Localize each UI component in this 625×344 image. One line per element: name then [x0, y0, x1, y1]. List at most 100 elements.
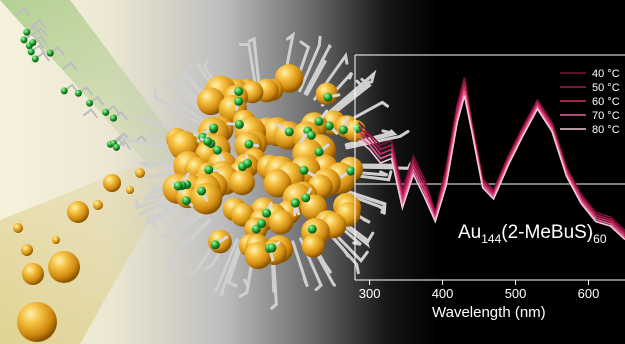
sulfur-atom — [243, 158, 253, 168]
sulfur-atom — [234, 96, 244, 106]
sulfur-atom — [353, 124, 363, 134]
series-line-1 — [358, 81, 625, 234]
legend-label: 70 °C — [592, 110, 620, 122]
sulfur-atom — [323, 92, 333, 102]
sulfur-atom — [314, 147, 324, 157]
ligand-stick — [303, 43, 332, 95]
sulfur-atom — [209, 123, 219, 133]
sulfur-atom — [20, 36, 28, 44]
ligand-stick — [160, 211, 205, 240]
x-axis-label: Wavelength (nm) — [432, 304, 546, 321]
ligand-stick — [298, 35, 322, 93]
ligand-stick — [144, 198, 197, 226]
ligand-stick — [328, 80, 372, 116]
ligand-stick — [172, 79, 210, 114]
sulfur-atom — [23, 28, 31, 36]
ligand-fragment — [82, 108, 99, 119]
x-tick-label: 500 — [505, 286, 527, 301]
x-tick-label: 600 — [578, 286, 600, 301]
ligand-stick — [170, 97, 203, 121]
sulfur-atom — [60, 87, 68, 95]
sulfur-atom — [262, 208, 272, 218]
sulfur-atom — [109, 114, 117, 122]
sulfur-atom — [284, 127, 294, 137]
chart-legend: 40 °C 50 °C 60 °C 70 °C 80 °C — [560, 68, 620, 136]
sulfur-atom — [173, 181, 183, 191]
sulfur-atom — [307, 224, 317, 234]
gold-atom — [301, 234, 325, 258]
legend-label: 50 °C — [592, 82, 620, 94]
gold-precursor — [135, 168, 145, 178]
sulfur-atom — [346, 166, 356, 176]
ligand-fragment — [62, 61, 78, 72]
gold-precursor — [21, 244, 33, 256]
ligand-stick — [344, 129, 398, 148]
formula-ligand: (2-MeBuS) — [501, 222, 594, 243]
gold-atom — [229, 169, 255, 196]
ligand-fragment — [30, 18, 47, 29]
sulfur-atom — [181, 196, 191, 206]
gold-atom — [197, 87, 225, 116]
gold-precursor — [22, 263, 44, 285]
sulfur-atom — [212, 145, 222, 155]
ligand-stick — [343, 188, 387, 214]
ligand-fragment — [32, 26, 48, 37]
gold-precursor — [17, 302, 57, 342]
sulfur-atom — [46, 49, 54, 57]
ligand-stick — [213, 238, 239, 293]
sulfur-atom — [31, 55, 39, 63]
ligand-stick — [226, 240, 244, 288]
gold-precursor — [126, 186, 134, 194]
sulfur-atom — [204, 165, 214, 175]
sulfur-atom — [290, 198, 300, 208]
chart-lines — [358, 77, 625, 241]
sulfur-atom — [112, 143, 120, 151]
ligand-stick — [136, 161, 189, 169]
sulfur-atom — [257, 218, 267, 228]
ligand-stick — [270, 244, 278, 310]
ligand-fragment — [15, 7, 31, 18]
gold-atom — [263, 169, 292, 198]
sulfur-atom — [244, 139, 254, 149]
formula-subscript-1: 144 — [481, 231, 502, 246]
sulfur-atom — [86, 99, 94, 107]
sulfur-atom — [74, 89, 82, 97]
sulfur-atom — [234, 86, 244, 96]
legend-label: 80 °C — [592, 124, 620, 136]
gold-beam — [0, 160, 175, 344]
sulfur-atom — [27, 48, 35, 56]
sulfur-atom — [29, 39, 37, 47]
ligand-stick — [153, 88, 201, 125]
gold-precursor — [52, 236, 60, 244]
legend-label: 60 °C — [592, 96, 620, 108]
ligand-stick — [345, 129, 410, 150]
legend-label: 40 °C — [592, 68, 620, 80]
gold-precursor — [13, 223, 23, 233]
ligand-stick — [291, 240, 309, 288]
sulfur-atom — [102, 108, 110, 116]
sulfur-atom — [197, 186, 207, 196]
ligand-fragments — [15, 7, 149, 151]
sulfur-atom — [234, 119, 244, 129]
sulfur-atom — [299, 165, 309, 175]
sulfur-atom — [203, 136, 213, 146]
ligand-stick — [145, 196, 196, 228]
ligand-stick — [238, 43, 257, 87]
gold-nanocluster — [121, 31, 413, 310]
gold-precursor — [93, 200, 103, 210]
ligand-stick — [165, 208, 203, 235]
series-line-3 — [358, 90, 625, 238]
sulfur-atom — [338, 125, 348, 135]
x-tick-label: 400 — [432, 286, 454, 301]
ligand-stick — [219, 239, 242, 297]
gold-precursor — [48, 251, 80, 283]
sulfur-atom — [306, 130, 316, 140]
gold-precursor — [103, 174, 121, 192]
sulfur-atom — [210, 240, 220, 250]
series-line-2 — [358, 86, 625, 236]
gold-precursor-spheres — [13, 168, 145, 342]
ligand-beam — [0, 0, 190, 168]
ligand-stick — [346, 170, 393, 182]
